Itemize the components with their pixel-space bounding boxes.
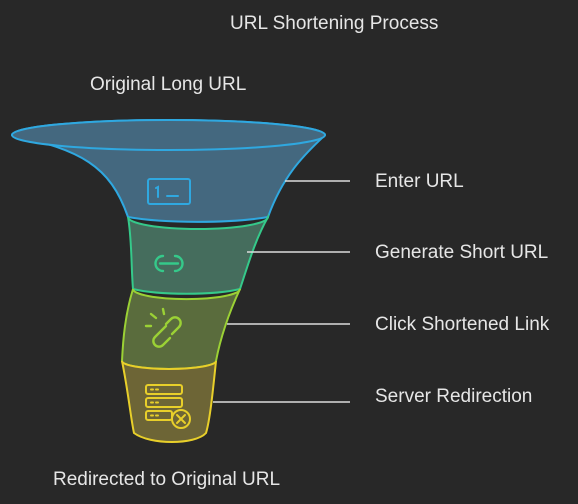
funnel-output-label: Redirected to Original URL [53,469,281,490]
server-error-icon [145,384,191,429]
funnel-input-label: Original Long URL [90,74,247,95]
stage-label-enter-url: Enter URL [375,171,464,192]
stage-label-server-redirection: Server Redirection [375,386,533,407]
funnel-stage-server-redirection [121,360,217,443]
funnel-rim [11,119,326,151]
terminal-icon [147,178,191,205]
stage-label-click-shortened-link: Click Shortened Link [375,314,550,335]
funnel-stage-click-shortened-link [120,288,241,370]
link-icon [154,254,184,273]
stage-label-generate-short-url: Generate Short URL [375,242,549,263]
broken-link-icon [144,307,182,348]
funnel-stage-generate-short-url [127,216,269,295]
diagram-title: URL Shortening Process [230,13,439,34]
